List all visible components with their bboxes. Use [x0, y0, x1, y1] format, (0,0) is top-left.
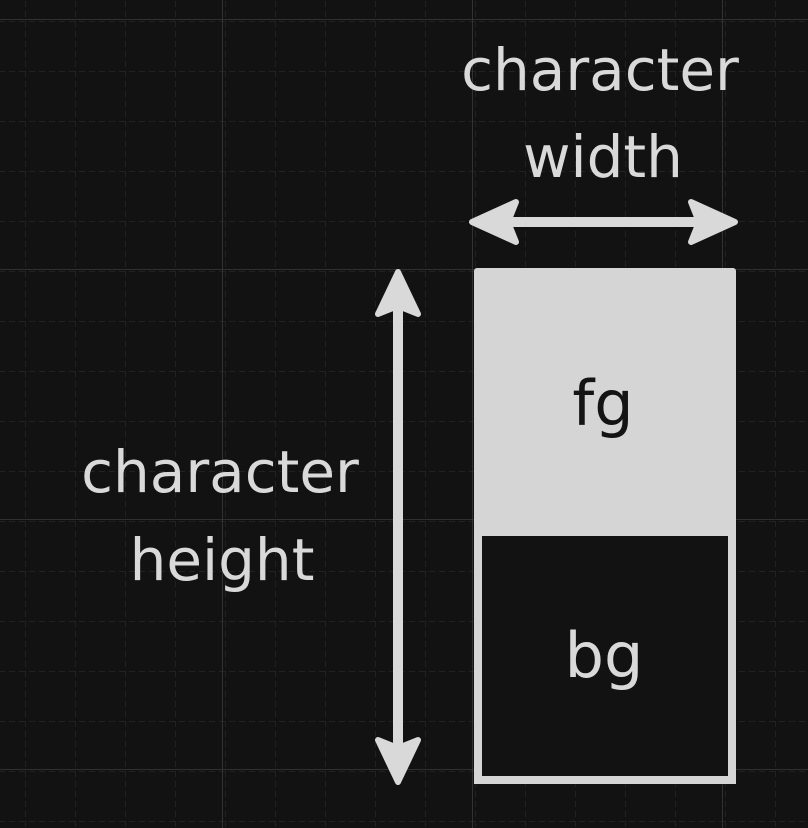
bg-region: [478, 532, 732, 780]
height-arrow: [375, 269, 421, 785]
height-label-line2: height: [130, 526, 315, 594]
height-label-line1: character: [81, 438, 359, 506]
width-arrow: [469, 199, 738, 245]
width-label-line2: width: [523, 123, 683, 191]
fg-region: [474, 268, 736, 532]
width-label-line1: character: [461, 36, 739, 104]
bg-label: bg: [565, 619, 644, 692]
character-cell: fg bg: [474, 268, 736, 784]
fg-label: fg: [572, 367, 633, 440]
